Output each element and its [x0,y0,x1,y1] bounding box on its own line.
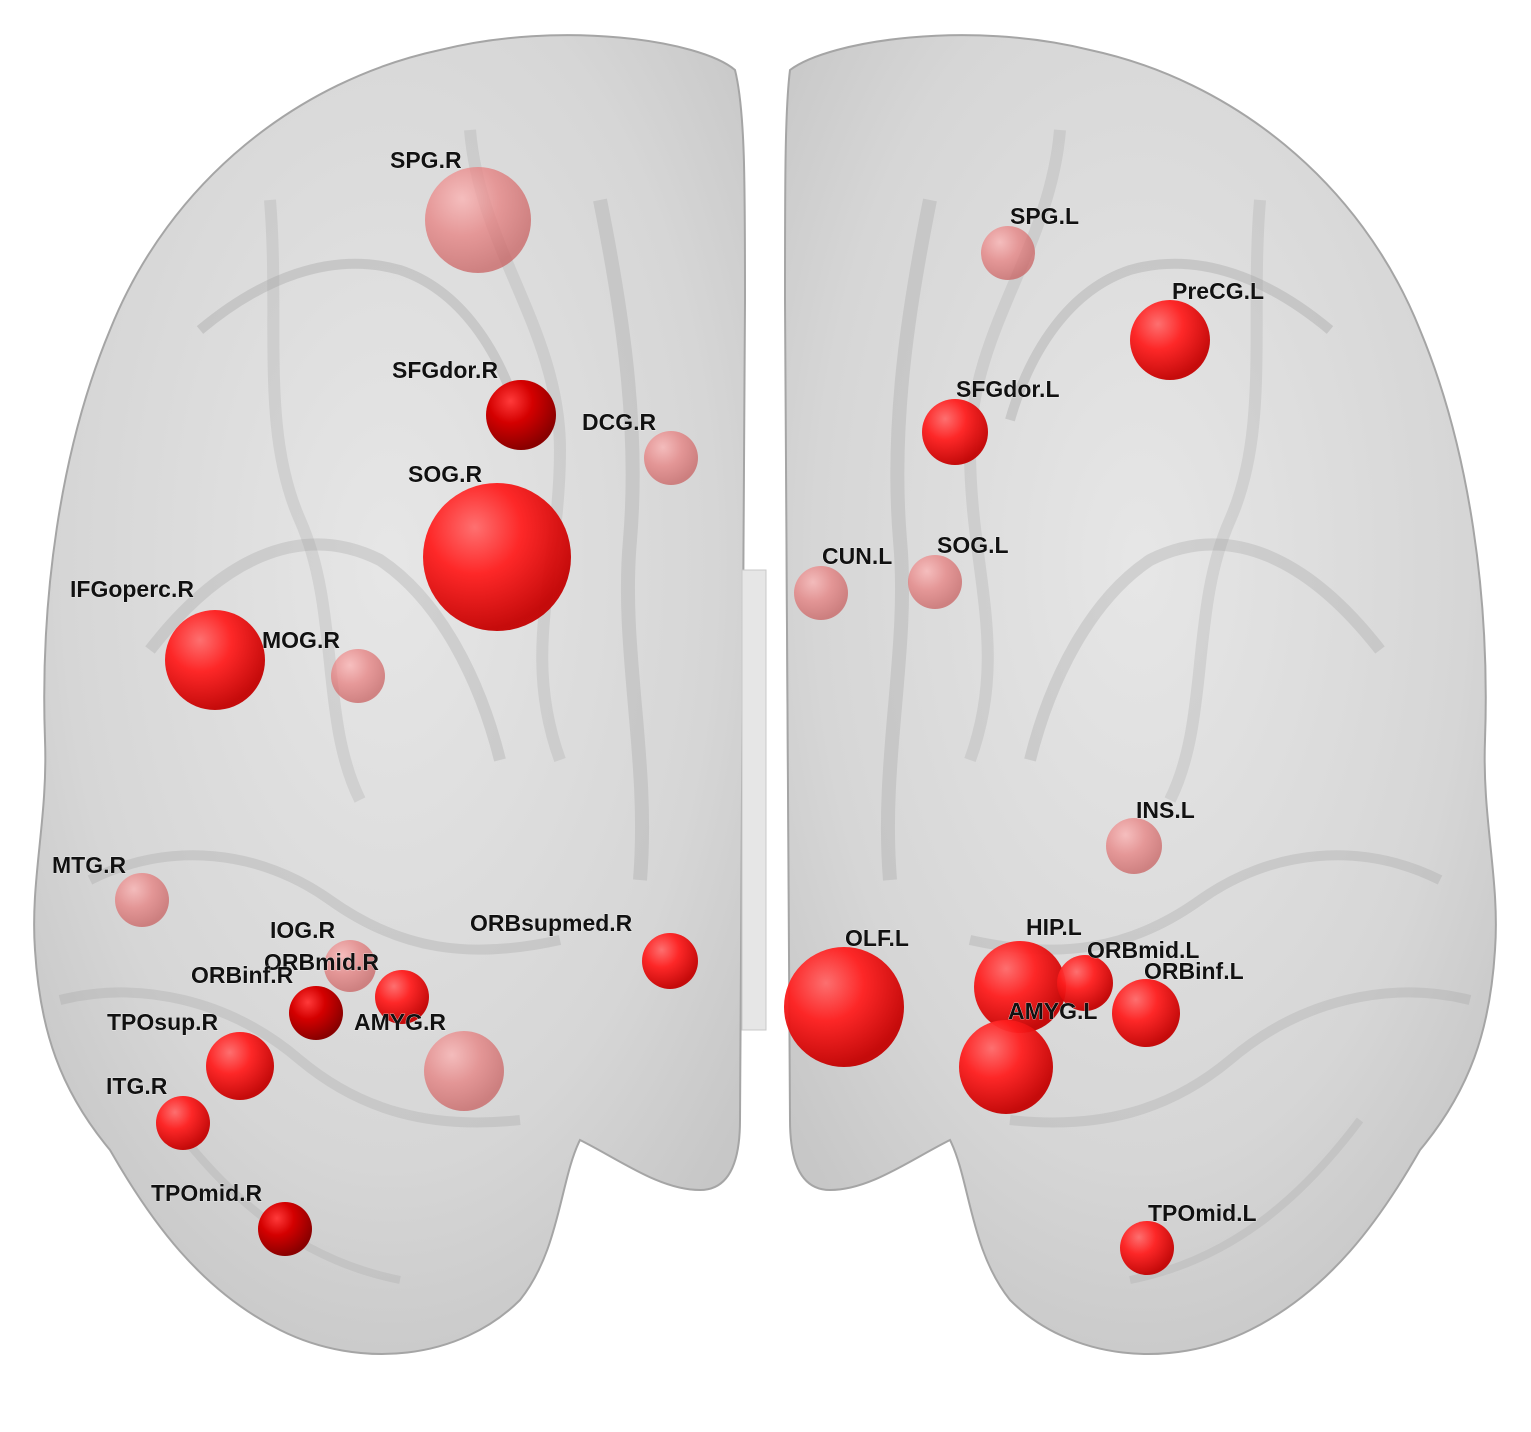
node-sphere-tpomid-r [258,1202,312,1256]
node-sphere-orbmid-l [1057,955,1113,1011]
node-layer: SPG.R SFGdor.R DCG.R SOG.R IFGoperc.R MOG.R MT… [52,147,1264,1275]
node-label-spg-r: SPG.R [390,147,462,173]
node-mog-r: MOG.R [262,627,385,703]
node-iog-r: IOG.R [270,917,376,992]
node-label-ins-l: INS.L [1136,797,1195,823]
node-tpomid-l: TPOmid.L [1120,1200,1257,1275]
node-mtg-r: MTG.R [52,852,169,927]
node-amyg-l: AMYG.L [959,998,1098,1114]
node-sphere-ifgoperc-r [165,610,265,710]
node-sphere-dcg-r [644,431,698,485]
node-sfgdor-l: SFGdor.L [922,376,1060,465]
node-sphere-sog-r [423,483,571,631]
node-sphere-sfgdor-r [486,380,556,450]
node-sphere-sfgdor-l [922,399,988,465]
node-label-cun-l: CUN.L [822,543,892,569]
node-sphere-amyg-r [424,1031,504,1111]
node-label-ifgoperc-r: IFGoperc.R [70,576,194,602]
node-sog-l: SOG.L [908,532,1009,609]
node-tposup-r: TPOsup.R [107,1009,274,1100]
node-sphere-iog-r [324,940,376,992]
brain-hemisphere-left [783,34,1497,1355]
node-label-iog-r: IOG.R [270,917,336,943]
node-label-orbinf-r: ORBinf.R [191,962,294,988]
node-label-tpomid-r: TPOmid.R [151,1180,263,1206]
node-sphere-mtg-r [115,873,169,927]
node-sphere-tpomid-l [1120,1221,1174,1275]
node-label-amyg-r: AMYG.R [354,1009,446,1035]
node-olf-l: OLF.L [784,925,909,1067]
node-label-tposup-r: TPOsup.R [107,1009,219,1035]
node-label-sog-r: SOG.R [408,461,483,487]
node-sphere-itg-r [156,1096,210,1150]
node-label-tpomid-l: TPOmid.L [1148,1200,1257,1226]
node-label-orbmid-l: ORBmid.L [1087,937,1199,963]
node-orbinf-l: ORBinf.L [1112,958,1244,1047]
node-sphere-sog-l [908,555,962,609]
node-amyg-r: AMYG.R [354,1009,504,1111]
node-spg-r: SPG.R [390,147,531,273]
node-sog-r: SOG.R [408,461,571,631]
node-label-sfgdor-l: SFGdor.L [956,376,1060,402]
node-label-spg-l: SPG.L [1010,203,1079,229]
node-sphere-amyg-l [959,1020,1053,1114]
node-orbmid-l: ORBmid.L [1057,937,1200,1011]
brain-hemisphere-right [33,34,747,1355]
node-sphere-spg-r [425,167,531,273]
node-itg-r: ITG.R [106,1073,210,1150]
node-label-sfgdor-r: SFGdor.R [392,357,498,383]
node-sphere-spg-l [981,226,1035,280]
node-label-amyg-l: AMYG.L [1008,998,1097,1024]
node-sphere-ins-l [1106,818,1162,874]
node-label-mog-r: MOG.R [262,627,340,653]
node-ifgoperc-r: IFGoperc.R [70,576,265,710]
node-label-dcg-r: DCG.R [582,409,657,435]
node-label-hip-l: HIP.L [1026,914,1082,940]
node-sphere-orbmid-r [375,970,429,1024]
node-dcg-r: DCG.R [582,409,698,485]
node-sphere-precg-l [1130,300,1210,380]
node-ins-l: INS.L [1106,797,1195,874]
node-sphere-olf-l [784,947,904,1067]
node-orbsupmed-r: ORBsupmed.R [470,910,698,989]
node-label-precg-l: PreCG.L [1172,278,1264,304]
node-label-sog-l: SOG.L [937,532,1009,558]
node-spg-l: SPG.L [981,203,1079,280]
node-sphere-orbsupmed-r [642,933,698,989]
node-sfgdor-r: SFGdor.R [392,357,556,450]
node-orbmid-r: ORBmid.R [264,949,429,1024]
node-label-mtg-r: MTG.R [52,852,126,878]
node-cun-l: CUN.L [794,543,893,620]
node-hip-l: HIP.L [974,914,1082,1033]
node-sphere-hip-l [974,941,1066,1033]
node-sphere-cun-l [794,566,848,620]
interhemispheric-strip [741,569,767,1031]
node-sphere-orbinf-l [1112,979,1180,1047]
node-orbinf-r: ORBinf.R [191,962,343,1040]
node-label-orbinf-l: ORBinf.L [1144,958,1244,984]
node-precg-l: PreCG.L [1130,278,1264,380]
node-label-olf-l: OLF.L [845,925,909,951]
node-sphere-orbinf-r [289,986,343,1040]
node-label-orbsupmed-r: ORBsupmed.R [470,910,633,936]
node-sphere-mog-r [331,649,385,703]
node-tpomid-r: TPOmid.R [151,1180,312,1256]
node-sphere-tposup-r [206,1032,274,1100]
node-label-orbmid-r: ORBmid.R [264,949,379,975]
node-label-itg-r: ITG.R [106,1073,168,1099]
